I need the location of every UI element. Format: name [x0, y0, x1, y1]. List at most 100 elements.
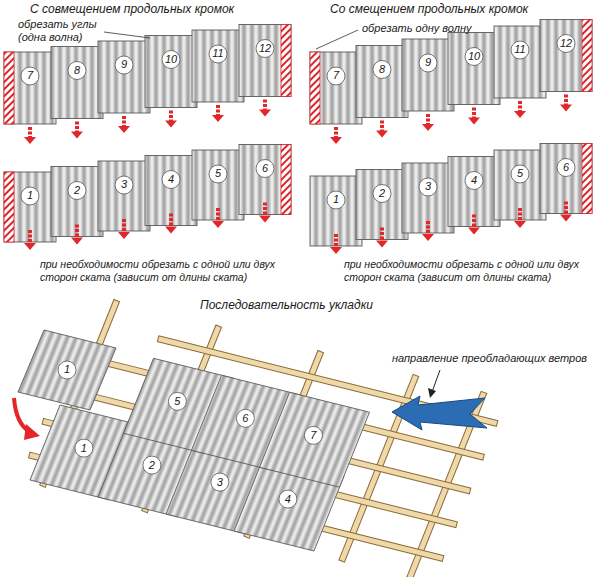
roof-sheet	[239, 25, 291, 97]
arrow-head	[165, 121, 177, 128]
number-circle	[211, 473, 229, 491]
number-circle	[209, 165, 227, 183]
number-circle	[419, 54, 437, 72]
arrow-head	[71, 132, 83, 139]
arrow-head	[376, 241, 388, 248]
callout-number: 7	[27, 69, 33, 82]
number-circle	[256, 160, 274, 178]
direction-arrow	[263, 203, 267, 217]
arrow-head	[259, 216, 271, 223]
cut-strip	[4, 172, 14, 242]
roof-sheet	[540, 20, 592, 92]
note-text: направление преобладающих ветров	[392, 352, 587, 365]
number-circle	[168, 392, 186, 410]
direction-arrow	[380, 121, 384, 132]
arrow-head	[468, 228, 480, 235]
direction-arrow	[518, 101, 522, 112]
number-circle	[68, 182, 86, 200]
leader-line	[432, 370, 440, 392]
callout-number: 7	[333, 69, 339, 82]
callout-number: 3	[425, 180, 431, 193]
callout-number: 8	[74, 64, 80, 77]
cut-strip	[4, 52, 14, 124]
callout-number: 6	[563, 161, 569, 174]
roof-sheet	[4, 52, 56, 124]
roof-sheet	[51, 47, 103, 119]
arrow-head	[330, 137, 342, 144]
callout-number: 11	[212, 47, 223, 60]
arrow-head	[71, 238, 83, 245]
arrow-head	[514, 221, 526, 228]
number-circle	[162, 51, 180, 69]
direction-arrow	[28, 230, 32, 244]
arrows	[14, 30, 572, 440]
direction-arrow	[334, 234, 338, 248]
direction-arrow	[169, 214, 173, 228]
arrow-head	[259, 110, 271, 117]
direction-arrow	[263, 100, 267, 111]
arrow-head	[468, 118, 480, 125]
direction-arrow	[122, 219, 126, 233]
callout-number: 12	[259, 42, 271, 55]
roof-sheet	[494, 26, 546, 98]
number-circle	[373, 185, 391, 203]
direction-arrow	[472, 108, 476, 119]
callout-number: 5	[517, 167, 523, 180]
cut-strip	[582, 20, 592, 92]
direction-arrow	[380, 228, 384, 242]
roof-sheets	[4, 20, 592, 552]
number-circle	[58, 361, 76, 379]
callout-number: 12	[560, 37, 572, 50]
roof-sheet	[145, 36, 197, 108]
number-circle	[557, 35, 575, 53]
roof-sheet	[98, 41, 150, 113]
number-circle	[419, 178, 437, 196]
roof-sheet	[310, 52, 362, 124]
arrow-head	[165, 227, 177, 234]
direction-arrow	[426, 221, 430, 235]
callout-number: 5	[174, 395, 180, 408]
callout-number: 1	[64, 363, 70, 376]
callout-number: 9	[121, 58, 127, 71]
direction-arrow	[216, 208, 220, 222]
roof-sheet	[448, 33, 500, 105]
callout-number: 6	[242, 412, 248, 425]
note-text: обрезать одну волну	[362, 22, 471, 35]
number-circle	[143, 456, 161, 474]
note-text: обрезать углы (одна волна)	[18, 18, 106, 44]
number-circle	[511, 41, 529, 59]
callout-number: 5	[215, 167, 221, 180]
callout-number: 2	[149, 459, 155, 472]
direction-arrow	[518, 208, 522, 222]
callout-number: 3	[217, 476, 223, 489]
number-circle	[327, 191, 345, 209]
direction-arrow	[28, 127, 32, 138]
wind-arrow	[392, 396, 487, 430]
arrow-head	[24, 424, 40, 440]
callout-number: 1	[333, 193, 339, 206]
arrow-head	[560, 105, 572, 112]
arrow-head	[212, 115, 224, 122]
callout-number: 2	[74, 184, 80, 197]
note-text: при необходимости обрезать с одной или д…	[344, 258, 596, 283]
number-circle	[209, 45, 227, 63]
arrow-head	[118, 232, 130, 239]
section-heading: Последовательность укладки	[200, 298, 373, 312]
number-circle	[327, 67, 345, 85]
callout-number: 11	[514, 43, 525, 56]
arrow-head	[118, 126, 130, 133]
number-circle	[115, 56, 133, 74]
direction-arrow	[426, 114, 430, 125]
direction-arrow	[472, 215, 476, 229]
leader-line	[316, 30, 358, 49]
number-circle	[373, 61, 391, 79]
arrow-head	[514, 111, 526, 118]
number-circle	[465, 172, 483, 190]
section-heading: С совмещением продольных кромок	[30, 2, 234, 16]
callout-number: 3	[121, 178, 127, 191]
callout-number: 1	[81, 442, 87, 455]
number-circle	[162, 171, 180, 189]
callout-number: 8	[379, 63, 385, 76]
